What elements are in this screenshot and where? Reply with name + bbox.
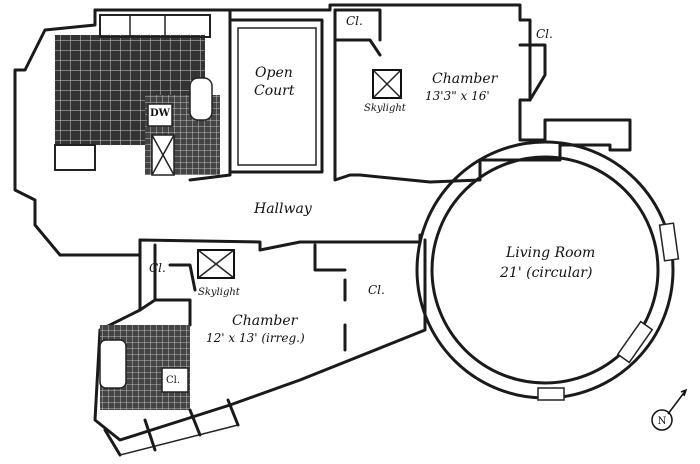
- closet-mid-left: [168, 263, 197, 292]
- closet-mid: [313, 243, 347, 352]
- kitchen-counter: [54, 144, 96, 171]
- court-inner: [237, 27, 317, 166]
- dw-label: DW: [150, 108, 170, 119]
- tub: [189, 77, 213, 121]
- chamber-2-size: 12' x 13' (irreg.): [206, 331, 305, 345]
- lr-window-bottom: [537, 387, 565, 401]
- chamber-1-size: 13'3" x 16': [425, 89, 490, 103]
- bay-windows: [103, 398, 240, 457]
- compass-arrow-icon: [667, 388, 688, 415]
- inner-wall-1: [188, 8, 232, 182]
- upper-outer-wall: [93, 3, 632, 184]
- closet-mid-right-label: Cl.: [368, 283, 385, 297]
- closet-top-left-label: Cl.: [346, 14, 363, 28]
- compass-letter: N: [658, 416, 667, 427]
- compass-icon: [651, 409, 673, 431]
- lower-tub: [99, 339, 127, 389]
- hallway-label: Hallway: [254, 201, 312, 217]
- living-room-label: Living Room: [506, 245, 596, 261]
- skylight-1-label: Skylight: [364, 103, 406, 114]
- chamber-1-label: Chamber: [432, 71, 498, 87]
- closet-mid-left-label: Cl.: [149, 261, 166, 275]
- dw-box: [147, 103, 173, 127]
- hallway-lower-wall: [58, 233, 422, 257]
- living-room-size: 21' (circular): [500, 265, 593, 281]
- chamber-2-label: Chamber: [232, 313, 298, 329]
- top-cabinets: [99, 14, 211, 38]
- lr-window-lower-right: [616, 320, 654, 364]
- court-box: [230, 18, 324, 174]
- skylight-2-label: Skylight: [198, 287, 240, 298]
- lower-wing-wall: [93, 238, 427, 442]
- chamber1-closet: [333, 8, 382, 57]
- lower-cl-box: [161, 367, 189, 393]
- closet-top-right-label: Cl.: [536, 27, 553, 41]
- closet-bath-label: Cl.: [166, 375, 181, 386]
- lr-window-right: [658, 222, 680, 262]
- living-room-inner: [430, 155, 660, 385]
- open-court-label-1: Open: [255, 65, 293, 81]
- lower-inner: [138, 243, 192, 327]
- closet-right-top: [518, 43, 547, 102]
- open-court-label-2: Court: [254, 83, 295, 99]
